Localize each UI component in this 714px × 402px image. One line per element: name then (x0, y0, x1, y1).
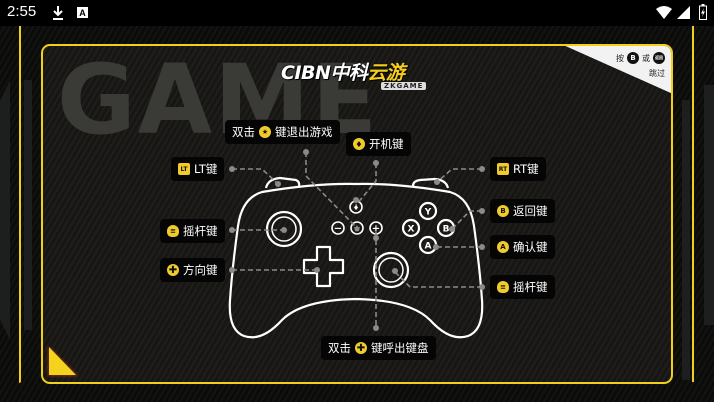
logo-subtitle: ZKGAME (381, 82, 427, 90)
x-button (401, 218, 421, 238)
tip-right-stick: ≡ 摇杆键 (490, 275, 555, 299)
dpad-plus-icon: ✚ (167, 264, 179, 276)
tip-back: B 返回键 (490, 199, 555, 223)
logo-text-white: CIBN中科 (281, 62, 368, 84)
a-button-icon: A (497, 241, 509, 253)
tip-exit-suffix: 键退出游戏 (275, 125, 333, 139)
b-button-icon: B (497, 205, 509, 217)
skip-hint-line2: 跳过 (649, 69, 665, 78)
cibn-logo: CIBN中科云游 ZKGAME (281, 58, 441, 92)
tip-back-label: 返回键 (513, 204, 548, 218)
left-side-decor-inner (24, 80, 32, 330)
status-time: 2:55 (7, 3, 37, 20)
tip-keyboard-prefix: 双击 (328, 341, 351, 355)
tip-rt: RT RT键 (490, 157, 546, 181)
skip-hint-line1: 按 B 或 返回 (616, 52, 665, 64)
tip-exit-prefix: 双击 (232, 125, 255, 139)
svg-text:A: A (79, 8, 86, 18)
y-label: Y (424, 208, 432, 218)
tip-lt-label: LT键 (194, 162, 218, 176)
a-label: A (425, 242, 432, 252)
accessibility-a-icon: A (77, 7, 88, 18)
right-side-decor (682, 100, 690, 380)
y-button (418, 201, 438, 221)
tip-right-stick-label: 摇杆键 (513, 280, 548, 294)
corner-triangle-decor (48, 346, 78, 376)
controller-guide-panel: GAME CIBN中科云游 ZKGAME 按 B 或 返回 跳过 (41, 44, 673, 384)
signal-icon (677, 6, 690, 19)
right-frame-line (692, 26, 694, 382)
x-label: X (408, 225, 415, 235)
exit-connector (305, 152, 358, 229)
lt-trigger-icon: LT (178, 163, 190, 175)
right-stick-outer (372, 251, 410, 289)
wifi-icon (656, 6, 672, 19)
rt-trigger-icon: RT (497, 163, 509, 175)
tip-power: ♦ 开机键 (346, 132, 411, 156)
battery-charging-icon (699, 4, 707, 20)
skip-middle: 或 (642, 53, 650, 63)
home-logo-button-icon: ♦ (353, 138, 365, 150)
power-connector (355, 163, 377, 206)
tip-left-stick: ≡ 摇杆键 (160, 219, 225, 243)
left-bumper (264, 176, 301, 189)
right-side-decor-outer (704, 85, 714, 325)
joystick-icon: ≡ (167, 225, 179, 237)
tip-lt: LT LT键 (171, 157, 225, 181)
plus-button-icon: ✚ (355, 342, 367, 354)
minus-button (331, 221, 345, 235)
logo-text: CIBN中科云游 (281, 58, 441, 85)
minus-label: − (334, 224, 342, 235)
left-frame-line (19, 26, 21, 383)
tip-keyboard: 双击 ✚ 键呼出键盘 (321, 336, 436, 360)
home-label: ♦ (353, 204, 359, 212)
skip-prefix: 按 (616, 53, 624, 63)
skip-hint-corner[interactable]: 按 B 或 返回 跳过 (561, 46, 671, 94)
back-key-icon: 返回 (653, 52, 665, 64)
star-button-icon: ★ (259, 126, 271, 138)
right-bumper (411, 177, 450, 189)
plus-label: + (372, 224, 380, 235)
b-key-icon: B (627, 52, 639, 64)
lt-connector (232, 168, 279, 185)
tip-confirm-label: 确认键 (513, 240, 548, 254)
tip-power-label: 开机键 (369, 137, 404, 151)
tip-keyboard-suffix: 键呼出键盘 (371, 341, 429, 355)
tip-confirm: A 确认键 (490, 235, 555, 259)
dpad (302, 245, 345, 288)
left-stick-outer (265, 210, 303, 248)
right-stick-inner (378, 257, 404, 283)
status-bar: 2:55 A (0, 0, 714, 26)
download-icon (53, 6, 63, 20)
joystick-icon: ≡ (497, 281, 509, 293)
tip-dpad-label: 方向键 (183, 263, 218, 277)
right-stick-connector (394, 271, 482, 288)
star-button (350, 221, 364, 235)
rt-connector (436, 168, 482, 183)
back-connector (450, 210, 482, 231)
tip-left-stick-label: 摇杆键 (183, 224, 218, 238)
tip-exit-game: 双击 ★ 键退出游戏 (225, 120, 340, 144)
left-side-decor (0, 80, 10, 340)
tip-rt-label: RT键 (513, 162, 539, 176)
left-stick-inner (271, 216, 297, 242)
skip-corner-shape (565, 46, 671, 94)
tip-dpad: ✚ 方向键 (160, 258, 225, 282)
logo-text-yellow: 云游 (367, 62, 405, 84)
controller-body (228, 182, 484, 339)
b-label: B (443, 225, 450, 235)
